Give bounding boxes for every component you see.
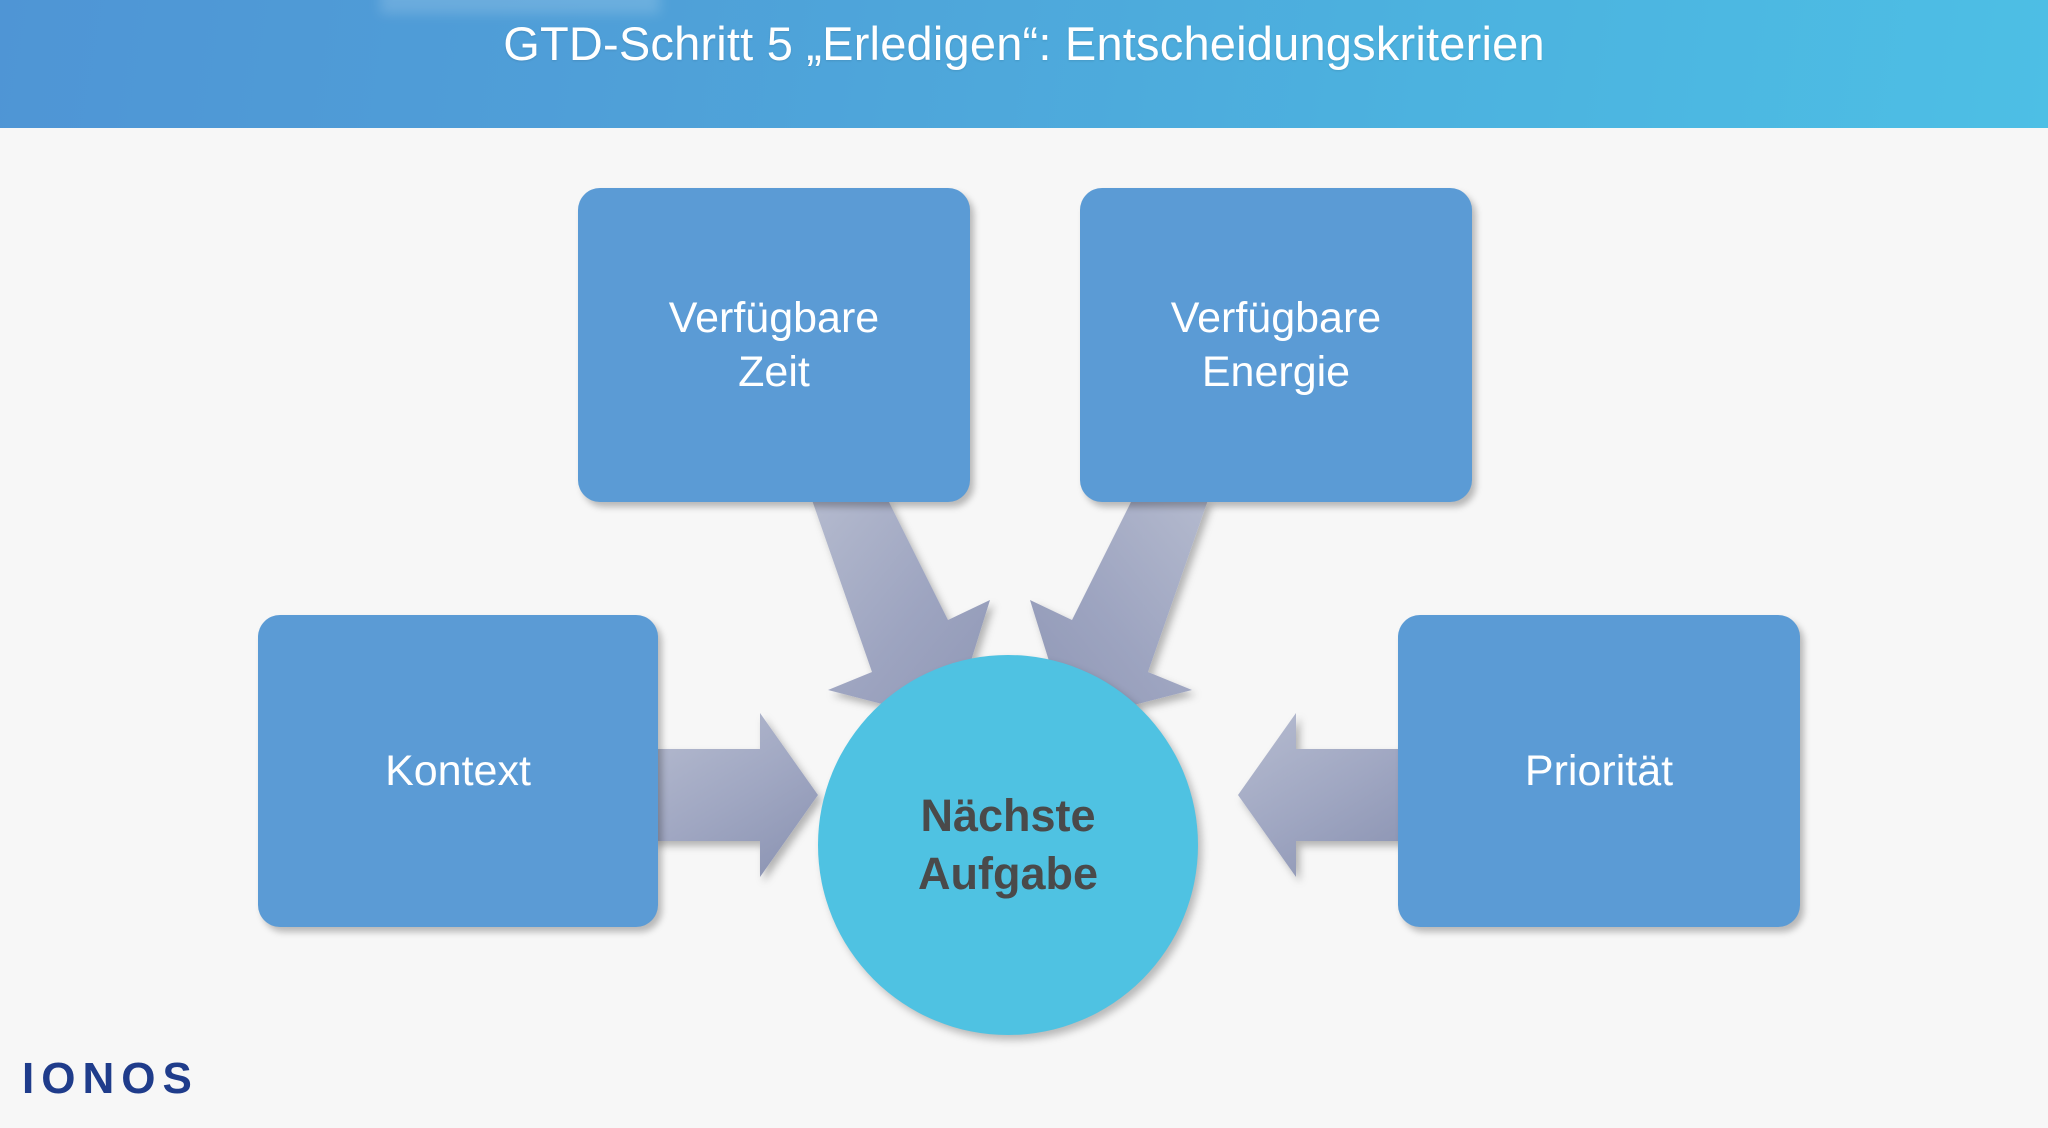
- ionos-logo: IONOS: [22, 1054, 199, 1103]
- diagram-node-energie[interactable]: Verfügbare Energie: [1080, 188, 1472, 502]
- slide-title: GTD-Schritt 5 „Erledigen“: Entscheidungs…: [503, 16, 1545, 70]
- center-label-line1: Nächste: [920, 789, 1096, 841]
- node-label-zeit-line1: Verfügbare: [668, 293, 880, 342]
- diagram-node-prioritaet[interactable]: Priorität: [1398, 615, 1800, 927]
- node-label-energie-line1: Verfügbare: [1170, 293, 1382, 342]
- diagram-center-node[interactable]: Nächste Aufgabe: [818, 655, 1198, 1035]
- node-label-zeit: Verfügbare Zeit: [669, 291, 879, 399]
- node-label-prioritaet: Priorität: [1524, 746, 1674, 795]
- arrow-kontext-to-center: [652, 713, 818, 877]
- arrow-prioritaet-to-center: [1238, 713, 1404, 877]
- diagram-node-kontext[interactable]: Kontext: [258, 615, 658, 927]
- node-label-zeit-line2: Zeit: [738, 348, 810, 396]
- node-label-energie-line2: Energie: [1201, 348, 1351, 396]
- diagram-node-zeit[interactable]: Verfügbare Zeit: [578, 188, 970, 502]
- slide-header-banner: GTD-Schritt 5 „Erledigen“: Entscheidungs…: [0, 0, 2048, 128]
- header-highlight-artifact: [380, 0, 660, 14]
- node-label-energie: Verfügbare Energie: [1171, 291, 1381, 399]
- center-label-line2: Aufgabe: [918, 848, 1098, 899]
- node-label-kontext: Kontext: [385, 746, 531, 795]
